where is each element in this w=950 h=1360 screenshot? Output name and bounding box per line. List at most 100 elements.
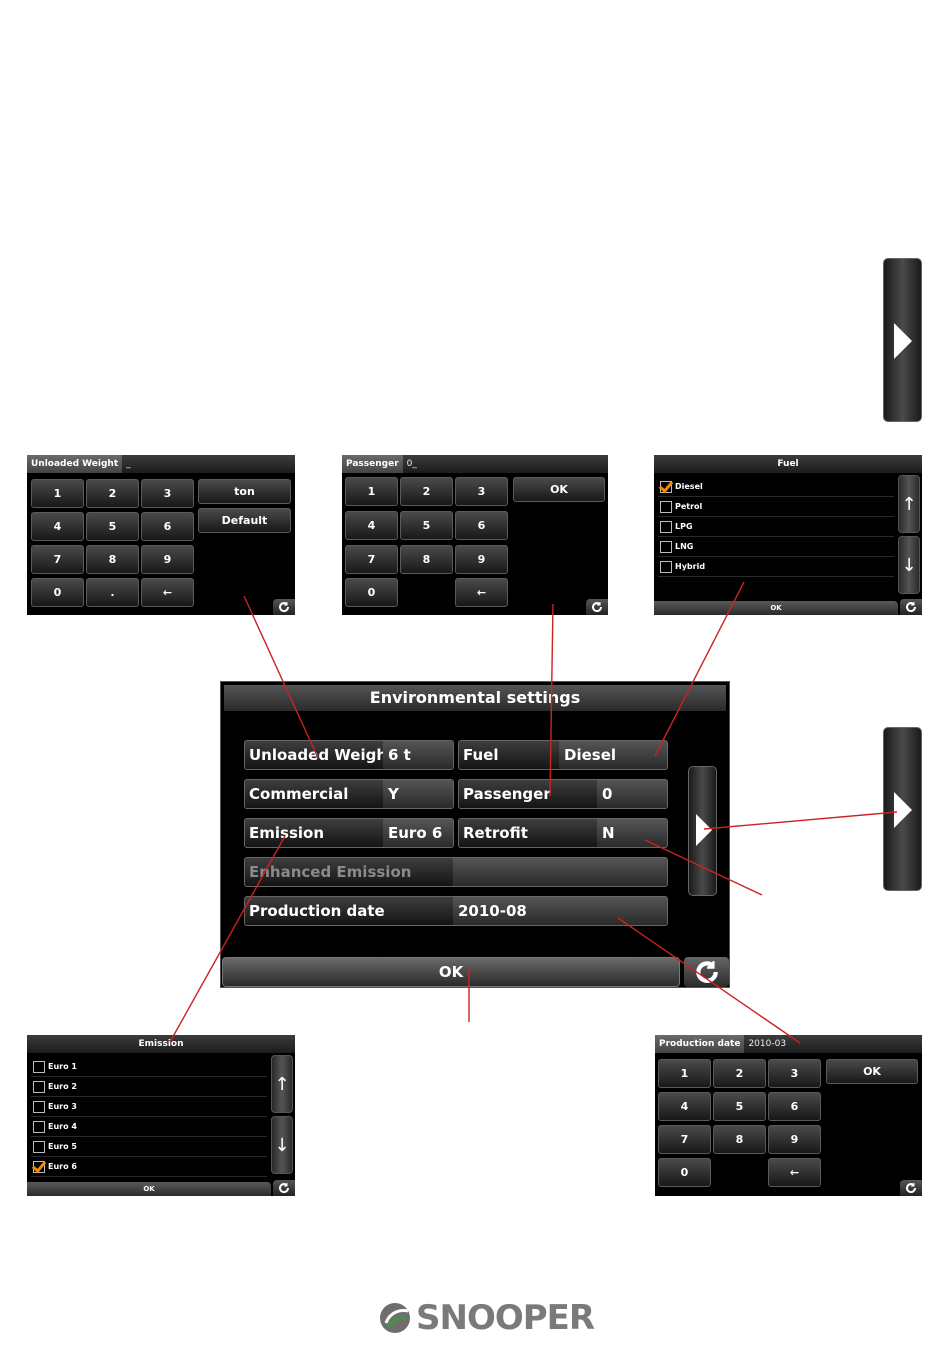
scroll-down-button[interactable]: ↓ xyxy=(898,536,920,594)
retrofit-field[interactable]: Retrofit N xyxy=(458,818,668,848)
field-value: Y xyxy=(383,780,453,808)
ok-button[interactable]: OK xyxy=(654,601,898,615)
scroll-up-button[interactable]: ↑ xyxy=(271,1055,293,1113)
chevron-right-icon xyxy=(894,792,912,828)
key-0[interactable]: 0 xyxy=(658,1158,711,1187)
emission-option-euro-5[interactable]: Euro 5 xyxy=(31,1137,267,1157)
field-label: Passenger xyxy=(463,785,551,803)
back-arrow-icon xyxy=(592,602,603,613)
key-7[interactable]: 7 xyxy=(658,1125,711,1154)
key-7[interactable]: 7 xyxy=(345,545,398,574)
emission-option-label: Euro 1 xyxy=(48,1062,77,1071)
key-8[interactable]: 8 xyxy=(713,1125,766,1154)
unloaded-weight-field[interactable]: Unloaded Weight 6 t xyxy=(244,740,454,770)
ok-button[interactable]: OK xyxy=(222,957,680,987)
back-button[interactable] xyxy=(273,1180,295,1196)
key-decimal[interactable]: . xyxy=(86,578,139,607)
fuel-option-label: Diesel xyxy=(675,482,703,491)
passenger-header-label: Passenger xyxy=(342,455,403,473)
field-label: Fuel xyxy=(463,746,499,764)
checkbox-icon xyxy=(33,1080,45,1093)
checkbox-icon xyxy=(33,1120,45,1133)
emission-option-label: Euro 5 xyxy=(48,1142,77,1151)
key-4[interactable]: 4 xyxy=(658,1092,711,1121)
next-page-button-top[interactable] xyxy=(883,258,922,422)
unit-ton-button[interactable]: ton xyxy=(198,479,291,504)
backspace-key[interactable]: ← xyxy=(768,1158,821,1187)
next-page-button-enlarged[interactable] xyxy=(883,727,922,891)
key-3[interactable]: 3 xyxy=(768,1059,821,1088)
key-0[interactable]: 0 xyxy=(345,578,398,607)
key-1[interactable]: 1 xyxy=(658,1059,711,1088)
back-button[interactable] xyxy=(684,957,729,987)
key-6[interactable]: 6 xyxy=(141,512,194,541)
field-value: 2010-08 xyxy=(453,897,667,925)
emission-option-euro-2[interactable]: Euro 2 xyxy=(31,1077,267,1097)
unloaded-weight-header: Unloaded Weight_ xyxy=(27,455,295,473)
fuel-title: Fuel xyxy=(654,455,922,473)
environmental-settings-screen: Environmental settings Unloaded Weight 6… xyxy=(220,681,730,988)
emission-option-label: Euro 6 xyxy=(48,1162,77,1171)
key-4[interactable]: 4 xyxy=(31,512,84,541)
key-3[interactable]: 3 xyxy=(455,477,508,506)
scroll-down-button[interactable]: ↓ xyxy=(271,1116,293,1174)
emission-option-euro-3[interactable]: Euro 3 xyxy=(31,1097,267,1117)
field-label: Enhanced Emission xyxy=(249,863,412,881)
back-button[interactable] xyxy=(900,1180,922,1196)
key-9[interactable]: 9 xyxy=(768,1125,821,1154)
unloaded-weight-header-value: _ xyxy=(126,459,131,469)
back-button[interactable] xyxy=(900,599,922,615)
fuel-field[interactable]: Fuel Diesel xyxy=(458,740,668,770)
back-button[interactable] xyxy=(273,599,295,615)
key-2[interactable]: 2 xyxy=(713,1059,766,1088)
back-button[interactable] xyxy=(586,599,608,615)
backspace-key[interactable]: ← xyxy=(455,578,508,607)
ok-button[interactable]: OK xyxy=(826,1059,918,1084)
passenger-field[interactable]: Passenger 0 xyxy=(458,779,668,809)
unloaded-weight-screen: Unloaded Weight_ 1 2 3 4 5 6 7 8 9 0 . ←… xyxy=(27,455,295,615)
fuel-option-lpg[interactable]: LPG xyxy=(658,517,894,537)
key-8[interactable]: 8 xyxy=(86,545,139,574)
key-1[interactable]: 1 xyxy=(345,477,398,506)
default-button[interactable]: Default xyxy=(198,508,291,533)
emission-option-euro-1[interactable]: Euro 1 xyxy=(31,1057,267,1077)
key-0[interactable]: 0 xyxy=(31,578,84,607)
key-5[interactable]: 5 xyxy=(86,512,139,541)
ok-button[interactable]: OK xyxy=(27,1182,271,1196)
emission-option-label: Euro 2 xyxy=(48,1082,77,1091)
key-7[interactable]: 7 xyxy=(31,545,84,574)
key-1[interactable]: 1 xyxy=(31,479,84,508)
key-4[interactable]: 4 xyxy=(345,511,398,540)
emission-option-euro-6[interactable]: Euro 6 xyxy=(31,1157,267,1177)
key-3[interactable]: 3 xyxy=(141,479,194,508)
fuel-option-petrol[interactable]: Petrol xyxy=(658,497,894,517)
emission-option-euro-4[interactable]: Euro 4 xyxy=(31,1117,267,1137)
field-value xyxy=(453,858,667,886)
key-9[interactable]: 9 xyxy=(455,545,508,574)
commercial-field[interactable]: Commercial Y xyxy=(244,779,454,809)
backspace-key[interactable]: ← xyxy=(141,578,194,607)
scroll-up-button[interactable]: ↑ xyxy=(898,475,920,533)
emission-field[interactable]: Emission Euro 6 xyxy=(244,818,454,848)
field-label: Commercial xyxy=(249,785,349,803)
field-value: 0 xyxy=(597,780,667,808)
key-2[interactable]: 2 xyxy=(86,479,139,508)
key-5[interactable]: 5 xyxy=(400,511,453,540)
fuel-option-hybrid[interactable]: Hybrid xyxy=(658,557,894,577)
key-2[interactable]: 2 xyxy=(400,477,453,506)
key-6[interactable]: 6 xyxy=(455,511,508,540)
field-label: Production date xyxy=(249,902,385,920)
ok-button[interactable]: OK xyxy=(513,477,605,502)
key-8[interactable]: 8 xyxy=(400,545,453,574)
next-page-button[interactable] xyxy=(688,766,717,896)
key-6[interactable]: 6 xyxy=(768,1092,821,1121)
key-5[interactable]: 5 xyxy=(713,1092,766,1121)
key-9[interactable]: 9 xyxy=(141,545,194,574)
fuel-option-diesel[interactable]: Diesel xyxy=(658,477,894,497)
production-date-field[interactable]: Production date 2010-08 xyxy=(244,896,668,926)
production-date-header-label: Production date xyxy=(655,1035,745,1053)
fuel-option-lng[interactable]: LNG xyxy=(658,537,894,557)
